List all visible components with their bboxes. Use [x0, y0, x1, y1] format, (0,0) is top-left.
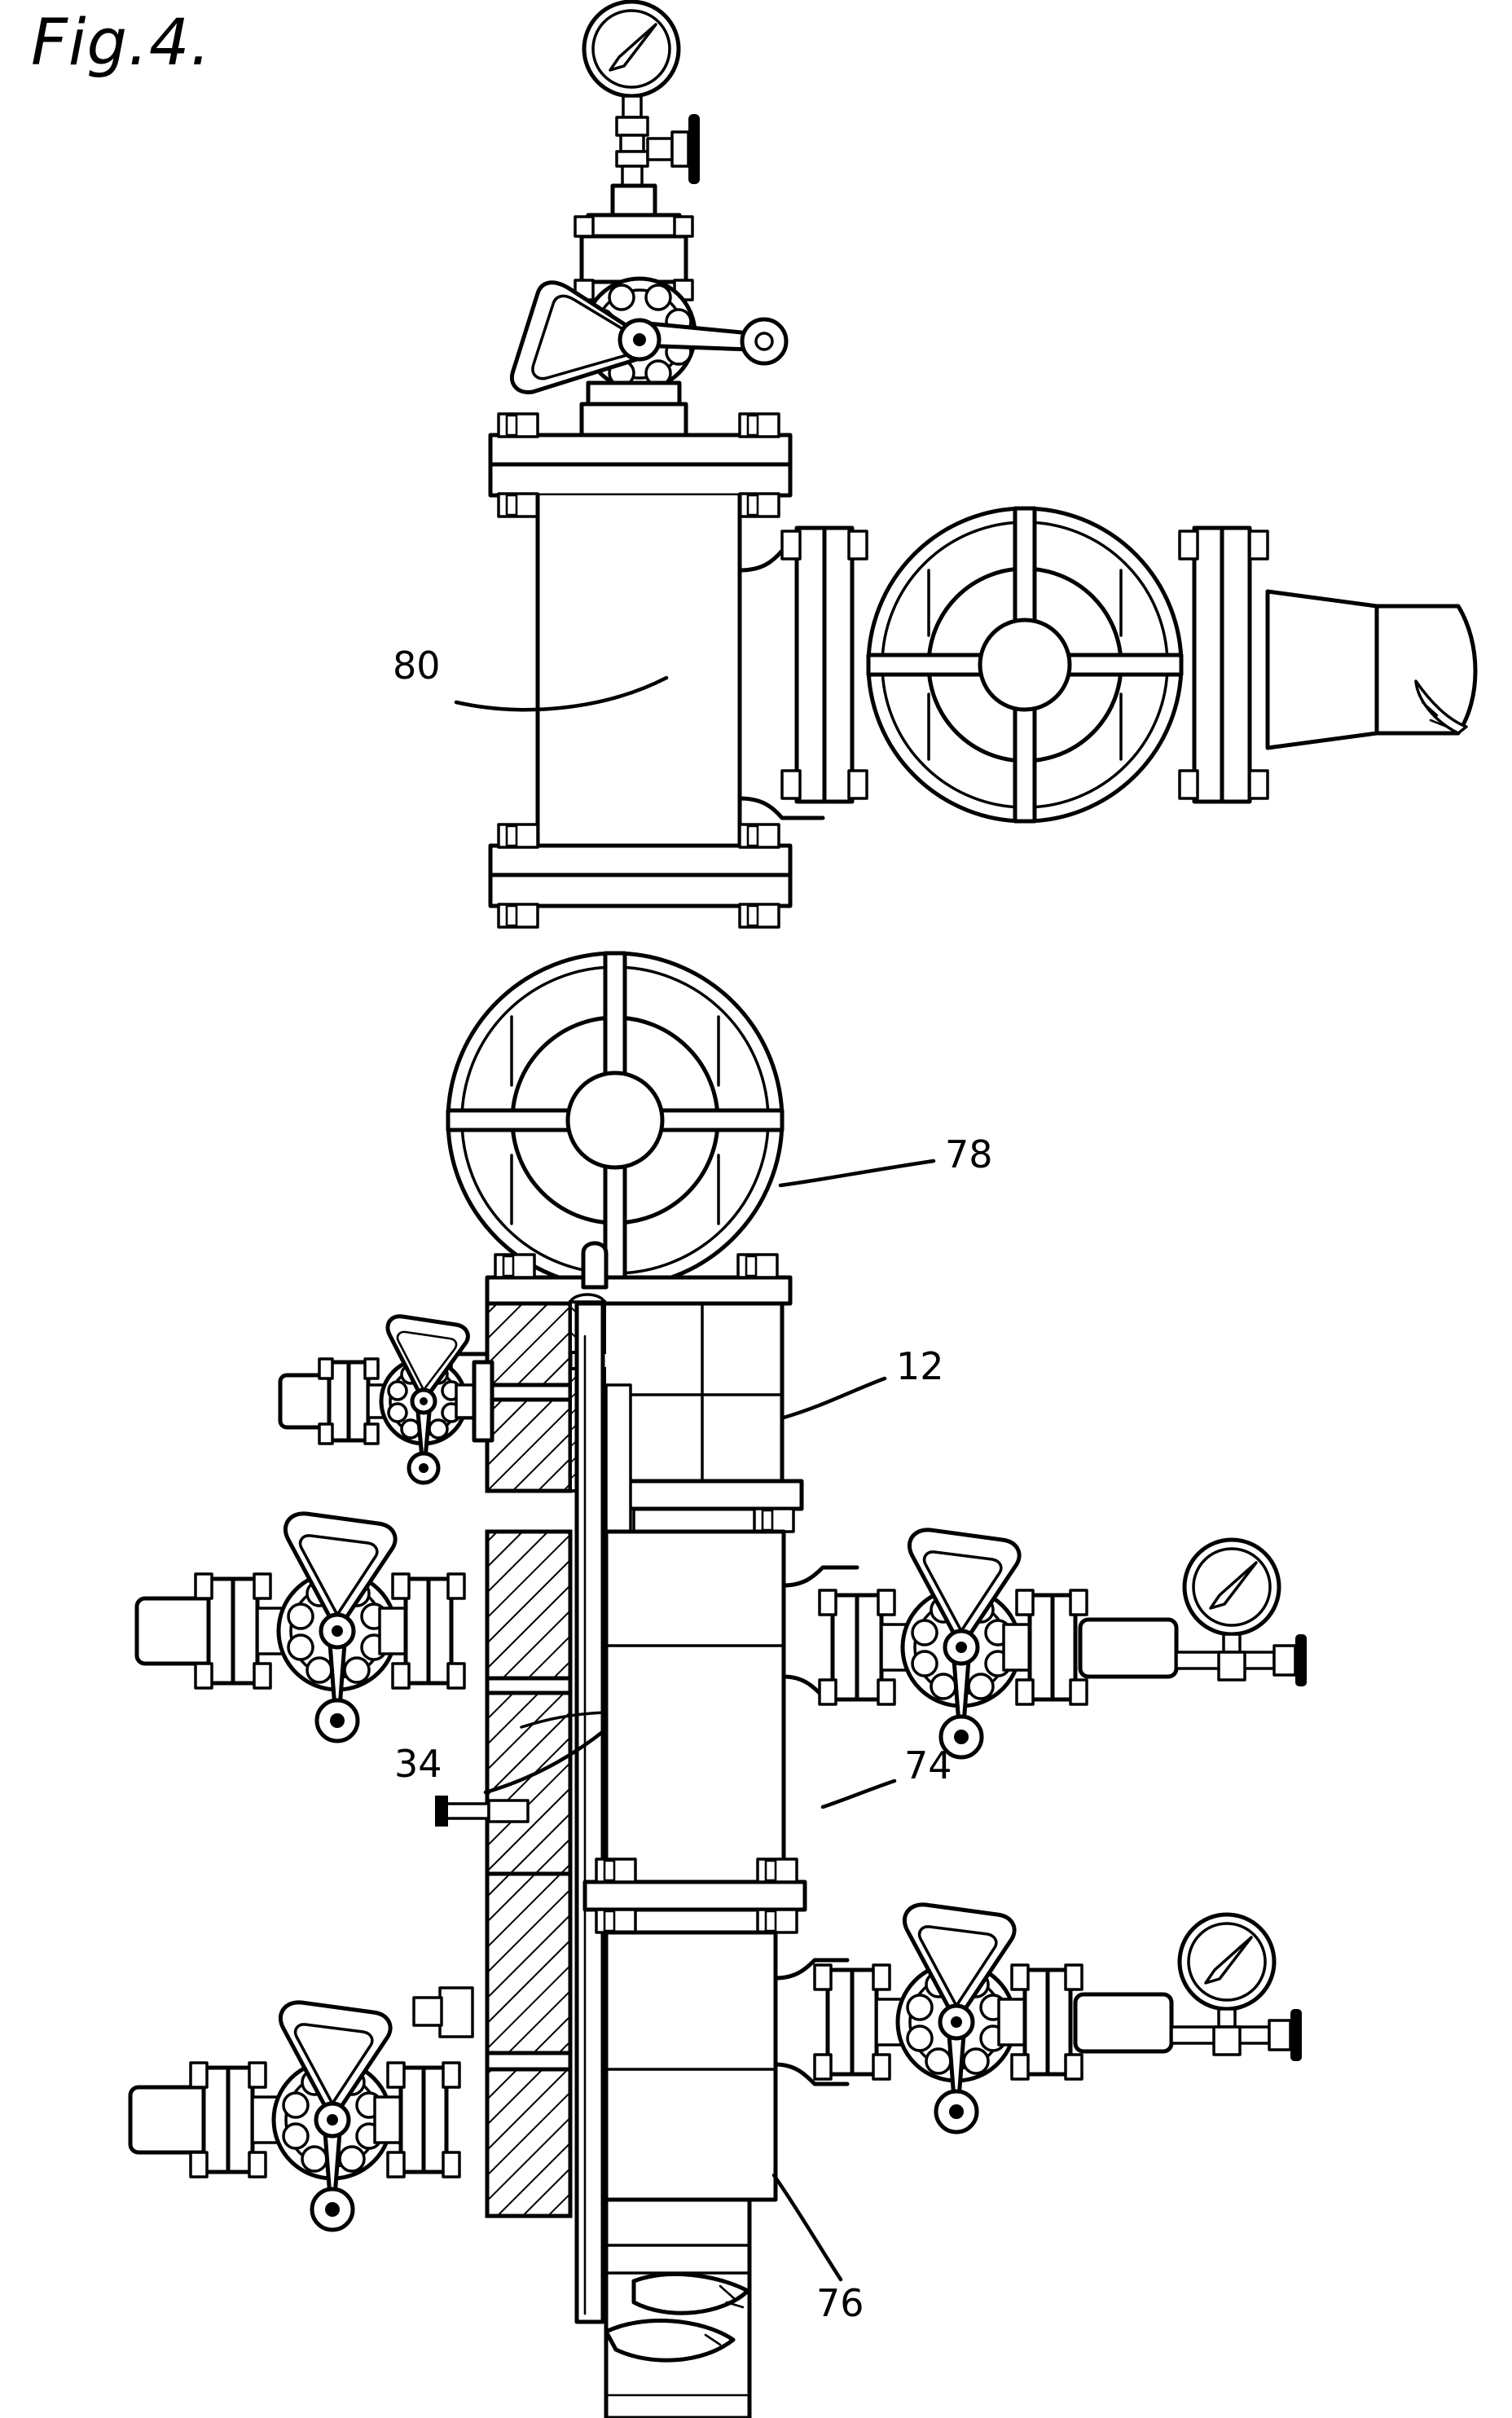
leader-78	[778, 1158, 936, 1188]
reference-numeral-12: 12	[896, 1344, 944, 1388]
pressure-gauge-right-lower	[1170, 1912, 1302, 2061]
gauge-needle-icon	[1204, 1936, 1253, 1985]
reference-numeral-76: 76	[816, 2281, 864, 2325]
leader-lines	[454, 675, 936, 2282]
spool-80	[488, 412, 825, 929]
reference-numeral-78: 78	[945, 1132, 993, 1176]
wing-valve-right-middle	[818, 1528, 1179, 1760]
wing-valve-right-lower	[813, 1902, 1174, 2134]
handwheel-gate-valve-upper	[780, 506, 1269, 824]
leader-12	[781, 1376, 887, 1420]
handwheel-gate-valve-lower	[446, 951, 785, 1290]
handwheel-icon-78	[446, 951, 785, 1290]
wing-valve-left-upper	[278, 1314, 494, 1485]
needle-valve-handwheel-icon	[688, 114, 700, 184]
leader-74	[820, 1778, 897, 1809]
set-screw-icon	[435, 1796, 530, 1827]
leader-80	[454, 675, 669, 712]
needle-valve-handwheel-icon	[1290, 2009, 1302, 2061]
handwheel-icon	[866, 506, 1184, 824]
needle-valve-top	[615, 114, 700, 187]
flange-above-12	[485, 1253, 793, 1306]
gauge-needle-icon	[609, 23, 657, 72]
casing-head-76	[604, 1930, 850, 2418]
reference-numeral-80: 80	[393, 644, 441, 688]
pressure-gauge-top	[582, 0, 681, 119]
wrench-valve-top	[510, 183, 789, 441]
reference-numeral-34: 34	[394, 1742, 442, 1786]
wing-valve-left-lower	[128, 1986, 474, 2232]
gauge-needle-icon	[1209, 1561, 1258, 1610]
pressure-gauge-right-middle	[1175, 1537, 1307, 1686]
reference-numeral-74: 74	[904, 1743, 952, 1787]
wing-valve-left-middle	[134, 1511, 466, 1743]
wrench-handle-icon	[510, 280, 642, 394]
needle-valve-handwheel-icon	[1295, 1634, 1307, 1686]
figure-label: Fig.4.	[31, 7, 212, 80]
casing-head-74	[582, 1529, 859, 1934]
outlet-pipe-right	[1265, 589, 1478, 750]
leader-34	[483, 1728, 607, 1795]
leader-76	[771, 2173, 843, 2282]
